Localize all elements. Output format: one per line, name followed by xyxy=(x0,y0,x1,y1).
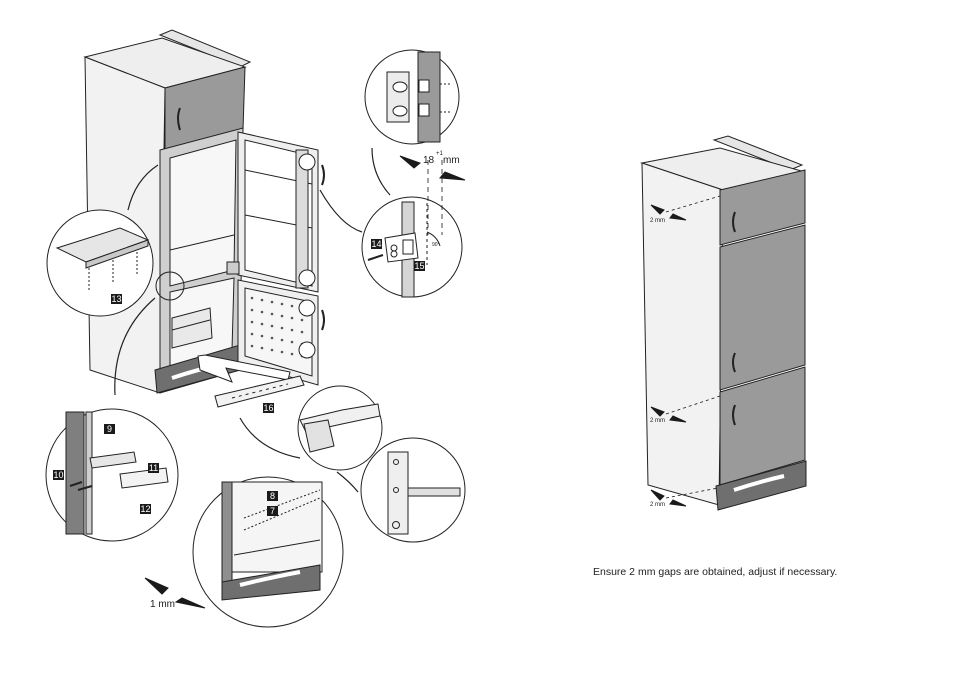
door-gap-tolerance: +1 xyxy=(436,151,444,157)
door-gap-unit: mm xyxy=(443,155,460,166)
fridge-door-open xyxy=(237,131,325,293)
connector-arrows xyxy=(114,147,391,493)
callout-13: 13 xyxy=(111,294,121,304)
gap-label-middle: 2 mm xyxy=(650,418,665,424)
freezer-door-open xyxy=(237,279,325,386)
callout-8: 8 xyxy=(270,491,275,501)
detail-hinge-bracket xyxy=(361,196,463,298)
detail-plinth-bracket xyxy=(297,385,383,471)
callout-15: 15 xyxy=(414,261,424,271)
gap-arrows-right xyxy=(650,195,721,507)
plinth-strip xyxy=(214,375,305,408)
right-cabinet xyxy=(640,135,807,511)
gap-arrows-left xyxy=(144,155,466,609)
gap-label-top: 2 mm xyxy=(650,218,665,224)
callout-tags xyxy=(53,239,425,516)
callout-10: 10 xyxy=(53,470,63,480)
callout-labels: 9 10 11 12 13 8 7 14 15 16 xyxy=(53,239,424,516)
callout-11: 11 xyxy=(149,463,158,473)
callout-9: 9 xyxy=(107,424,112,434)
gap-label-bottom: 2 mm xyxy=(650,502,665,508)
callout-16: 16 xyxy=(263,403,273,413)
detail-plinth-gap xyxy=(192,476,344,628)
callout-12: 12 xyxy=(140,504,150,514)
callout-7: 7 xyxy=(270,506,275,516)
angle-label: 90° xyxy=(432,242,440,248)
detail-hinge-screws xyxy=(364,49,460,145)
door-gap-value: 18 xyxy=(423,155,435,166)
gap-caption: Ensure 2 mm gaps are obtained, adjust if… xyxy=(593,566,838,578)
detail-corner-bracket xyxy=(360,437,466,543)
insert-arrow xyxy=(197,354,291,383)
hinge-markers xyxy=(155,153,316,359)
door-hole-grid xyxy=(250,296,304,358)
callout-14: 14 xyxy=(371,239,381,249)
detail-top-bracket xyxy=(46,209,154,317)
plinth-gap-label: 1 mm xyxy=(150,599,175,610)
